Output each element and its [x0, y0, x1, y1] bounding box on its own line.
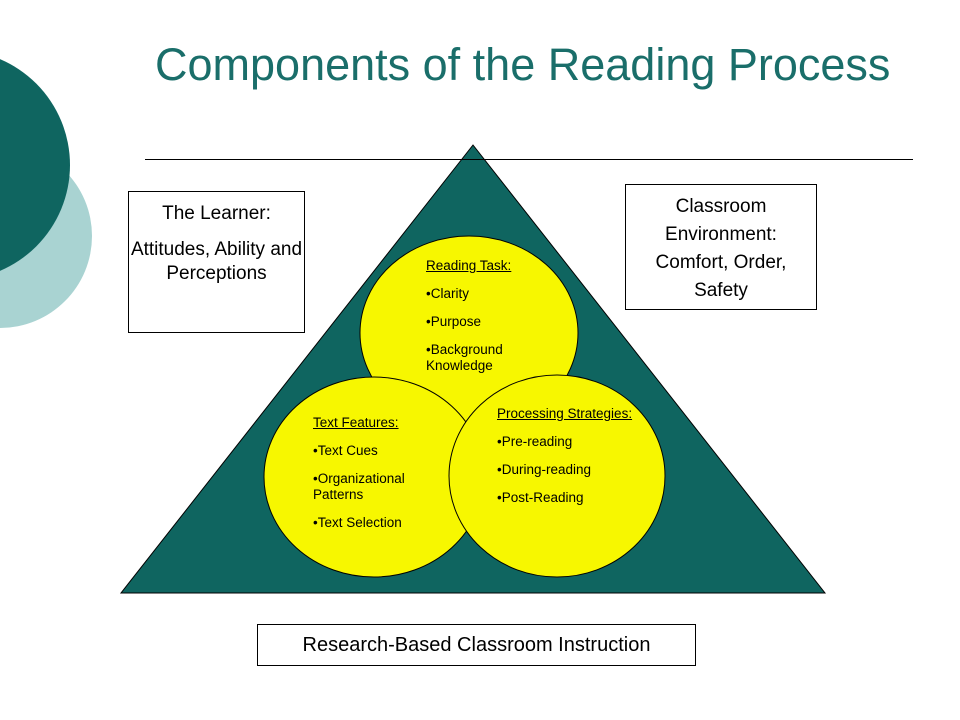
classroom-environment-text: Classroom Environment: Comfort, Order, S…: [655, 196, 787, 301]
processing-strategies-circle: [448, 374, 666, 578]
text-features-text: Text Features: •Text Cues •Organizationa…: [313, 415, 453, 543]
processing-heading: Processing Strategies:: [497, 406, 633, 421]
decorative-dark-circle: [0, 59, 70, 271]
reading-task-heading: Reading Task:: [426, 258, 512, 273]
text-features-item: •Text Selection: [313, 515, 402, 530]
classroom-environment-box: Classroom Environment: Comfort, Order, S…: [625, 184, 817, 310]
reading-task-item: •Purpose: [426, 314, 482, 329]
reading-task-text: Reading Task: •Clarity •Purpose •Backgro…: [426, 258, 556, 386]
reading-task-item: •Clarity: [426, 286, 469, 301]
text-features-item: •Text Cues: [313, 443, 378, 458]
reading-task-item: •Background Knowledge: [426, 342, 503, 373]
processing-strategies-text: Processing Strategies: •Pre-reading •Dur…: [497, 406, 647, 518]
title-divider: [145, 159, 913, 160]
page-title: Components of the Reading Process: [155, 39, 891, 90]
learner-heading: The Learner:: [162, 203, 271, 224]
learner-box: The Learner: Attitudes, Ability and Perc…: [128, 191, 305, 333]
processing-item: •During-reading: [497, 462, 592, 477]
research-instruction-box: Research-Based Classroom Instruction: [257, 624, 696, 666]
text-features-item: •Organizational Patterns: [313, 471, 405, 502]
text-features-heading: Text Features:: [313, 415, 399, 430]
processing-item: •Pre-reading: [497, 434, 573, 449]
learner-detail: Attitudes, Ability and Perceptions: [130, 239, 303, 284]
research-instruction-text: Research-Based Classroom Instruction: [302, 634, 651, 656]
processing-item: •Post-Reading: [497, 490, 584, 505]
